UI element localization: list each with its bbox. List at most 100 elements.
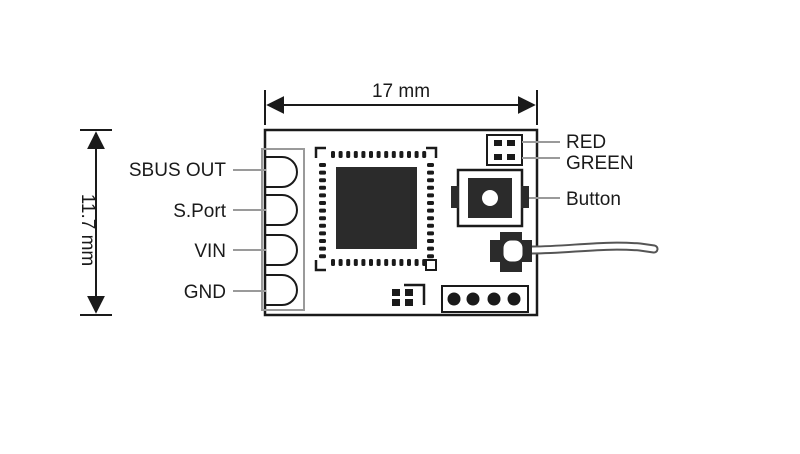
chip-pin-left xyxy=(319,216,326,221)
chip-pin-right xyxy=(427,246,434,251)
width-label: 17 mm xyxy=(372,81,430,102)
component-pad-1 xyxy=(392,289,400,296)
led-green-pad-2 xyxy=(507,154,515,160)
chip-pin-left xyxy=(319,254,326,259)
chip-pin-right xyxy=(427,163,434,167)
chip-pin-left xyxy=(319,239,326,243)
chip-pin-right xyxy=(427,201,434,205)
pin-label-sbus-out: SBUS OUT xyxy=(129,160,227,181)
header-pin-2 xyxy=(466,292,480,306)
chip-pin-left xyxy=(319,178,326,183)
chip-pin-top xyxy=(331,151,335,158)
chip-corner-tr xyxy=(426,146,438,158)
antenna-cable-inner xyxy=(529,243,657,253)
led-label-green: GREEN xyxy=(566,153,634,174)
chip-pin-right xyxy=(427,185,434,190)
header-pin-3 xyxy=(487,292,501,306)
height-dimension: 11.7 mm xyxy=(77,129,112,316)
pin-label-gnd: GND xyxy=(184,282,226,303)
chip-corner-tl xyxy=(314,146,326,158)
antenna xyxy=(490,232,659,272)
small-component xyxy=(392,283,426,306)
chip-pin-top xyxy=(346,151,351,158)
height-label: 11.7 mm xyxy=(77,194,98,267)
button-label: Button xyxy=(566,189,621,210)
chip-pin-left xyxy=(319,231,326,236)
chip-pin-top xyxy=(407,151,411,158)
chip-pin-bottom xyxy=(369,259,373,266)
chip-pin-bottom xyxy=(346,259,351,266)
component-pad-4 xyxy=(405,299,413,306)
chip-corner-bl xyxy=(314,260,326,272)
chip-pin-right xyxy=(427,239,434,243)
pin-pad-gnd xyxy=(264,274,298,306)
header-outline xyxy=(441,285,529,313)
button-tab-left xyxy=(451,186,459,208)
chip-pin-left xyxy=(319,163,326,167)
chip-pin-bottom xyxy=(399,259,404,266)
button-center xyxy=(482,190,498,206)
component-pad-3 xyxy=(392,299,400,306)
chip-die xyxy=(336,167,417,249)
chip-pin-top xyxy=(399,151,404,158)
chip-pin-left xyxy=(319,223,326,228)
led-outline xyxy=(486,134,523,166)
chip-pin-bottom xyxy=(353,259,358,266)
pin-label-vin: VIN xyxy=(194,241,226,262)
button-tab-right xyxy=(521,186,529,208)
pin-pad-vin xyxy=(264,234,298,266)
width-dimension: 17 mm xyxy=(264,81,538,125)
chip-pin-bottom xyxy=(331,259,335,266)
led-red-pad-1 xyxy=(494,140,502,146)
chip-pin-left xyxy=(319,208,326,213)
chip-pin-left xyxy=(319,201,326,205)
chip-pin-bottom xyxy=(376,259,381,266)
chip-pin-left xyxy=(319,246,326,251)
main-chip xyxy=(314,146,438,272)
led-green-pad-1 xyxy=(494,154,502,160)
pin-connector xyxy=(261,148,305,311)
chip-pin-top xyxy=(414,151,419,158)
component-bracket xyxy=(404,283,426,305)
chip-pin-bottom xyxy=(422,259,427,266)
pin-pad-sbus xyxy=(264,156,298,188)
chip-pin-top xyxy=(376,151,381,158)
chip-pin-top xyxy=(361,151,366,158)
led-red-pad-2 xyxy=(507,140,515,146)
chip-pin-right xyxy=(427,193,434,198)
chip-pin-bottom xyxy=(338,259,343,266)
chip-pin-top xyxy=(369,151,373,158)
chip-pin-bottom xyxy=(414,259,419,266)
pin-label-sport: S.Port xyxy=(173,201,227,222)
antenna-socket-inner xyxy=(502,239,524,263)
pin-header xyxy=(441,285,529,313)
chip-pin-right xyxy=(427,223,434,228)
chip-pin-right xyxy=(427,178,434,183)
chip-pin-bottom xyxy=(361,259,366,266)
chip-corner-marker xyxy=(425,259,437,271)
chip-pin-left xyxy=(319,185,326,190)
chip-pin-right xyxy=(427,216,434,221)
header-pin-4 xyxy=(507,292,521,306)
chip-pin-left xyxy=(319,193,326,198)
chip-pin-right xyxy=(427,208,434,213)
led-label-red: RED xyxy=(566,132,606,153)
led-group: RED GREEN xyxy=(486,132,634,174)
chip-pin-bottom xyxy=(384,259,389,266)
header-pin-1 xyxy=(447,292,461,306)
chip-pin-bottom xyxy=(391,259,396,266)
chip-pin-left xyxy=(319,170,326,175)
pin-pad-sport xyxy=(264,194,298,226)
chip-pin-right xyxy=(427,170,434,175)
bind-button: Button xyxy=(451,168,621,228)
chip-pin-right xyxy=(427,231,434,236)
chip-pin-top xyxy=(391,151,396,158)
chip-pin-top xyxy=(422,151,427,158)
chip-pin-top xyxy=(384,151,389,158)
chip-pins xyxy=(319,151,434,266)
chip-pin-bottom xyxy=(407,259,411,266)
chip-pin-top xyxy=(353,151,358,158)
connector-outline xyxy=(261,148,305,311)
chip-pin-right xyxy=(427,254,434,259)
